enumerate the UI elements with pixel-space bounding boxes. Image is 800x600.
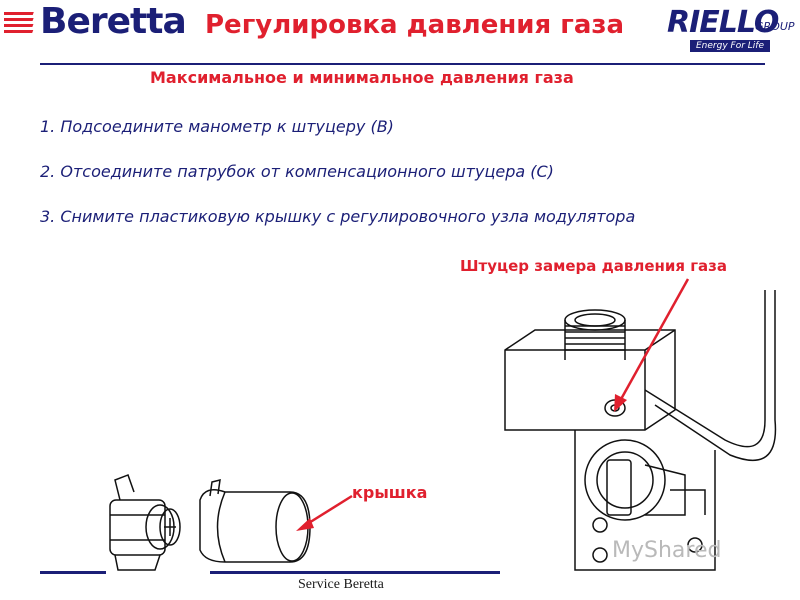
riello-tagline: Energy For Life: [690, 40, 770, 52]
header-divider: [40, 63, 765, 65]
modulator-cap-illustration: [109, 474, 311, 571]
watermark: MyShared: [612, 538, 722, 563]
page-title: Регулировка давления газа: [205, 10, 625, 40]
footer-divider-left: [40, 571, 106, 574]
footer-divider: [210, 571, 500, 574]
riello-group-text: GROUP: [755, 20, 795, 33]
beretta-brand-text: Beretta: [40, 1, 187, 42]
cap-arrow: [296, 494, 353, 531]
pressure-fitting-label: Штуцер замера давления газа: [460, 257, 728, 275]
instruction-step-2: 2. Отсоедините патрубок от компенсационн…: [40, 162, 554, 181]
riello-brand-text: RIELLO: [667, 5, 779, 40]
subtitle: Максимальное и минимальное давления газа: [150, 68, 574, 87]
footer-text: Service Beretta: [298, 577, 384, 592]
beretta-logo: [4, 12, 34, 33]
instruction-step-3: 3. Снимите пластиковую крышку с регулиро…: [40, 207, 636, 226]
cap-label: крышка: [352, 483, 428, 502]
instruction-step-1: 1. Подсоедините манометр к штуцеру (В): [40, 117, 394, 136]
gas-valve-illustration: [504, 290, 777, 571]
pressure-fitting-arrow: [614, 278, 690, 412]
